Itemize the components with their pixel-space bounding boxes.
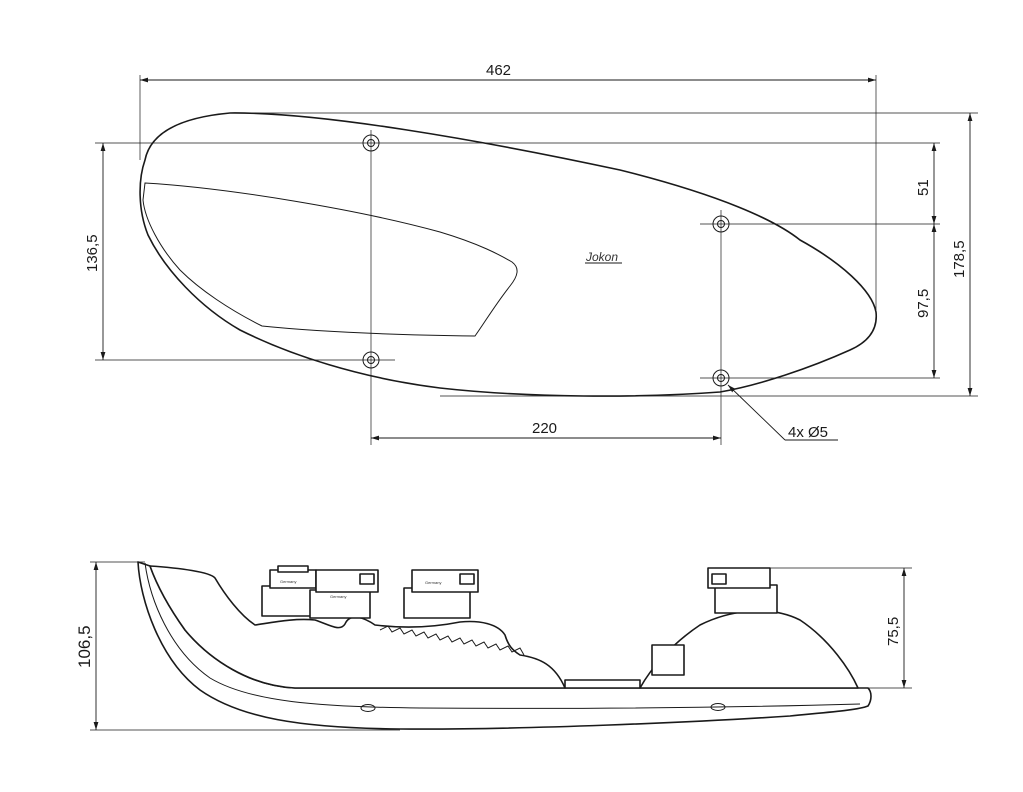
socket-connector: Germany [309, 569, 379, 619]
lens-window [142, 182, 518, 337]
holes-note: 4x Ø5 [788, 424, 828, 441]
holes-leader [727, 384, 786, 441]
reflector-left [149, 565, 566, 689]
mounting-slot [710, 703, 726, 711]
dim-total-height: 178,5 [951, 240, 968, 278]
reflector-teeth [379, 625, 525, 656]
mounting-slot [360, 704, 376, 712]
dim-hole-spacing: 220 [532, 420, 557, 437]
top-view: Jokon 462 220 136,5 [84, 62, 978, 445]
side-view: Germany Germany Germany 106,5 [75, 561, 912, 731]
socket-connector [707, 567, 778, 614]
center-plate [564, 679, 641, 689]
dim-left-height: 136,5 [84, 234, 101, 272]
dim-right-upper: 51 [915, 179, 932, 196]
dim-overall-length: 462 [486, 62, 511, 79]
brand-logo: Jokon [585, 250, 618, 264]
dim-side-body-height: 75,5 [885, 617, 902, 646]
svg-text:Germany: Germany [330, 594, 346, 599]
connector-block [651, 644, 685, 676]
dim-right-lower: 97,5 [915, 289, 932, 318]
socket-connector: Germany [403, 569, 479, 619]
bezel-line [144, 562, 861, 709]
dim-side-total-height: 106,5 [75, 625, 94, 668]
svg-text:Germany: Germany [280, 579, 296, 584]
lamp-outline [139, 112, 877, 397]
svg-text:Germany: Germany [425, 580, 441, 585]
